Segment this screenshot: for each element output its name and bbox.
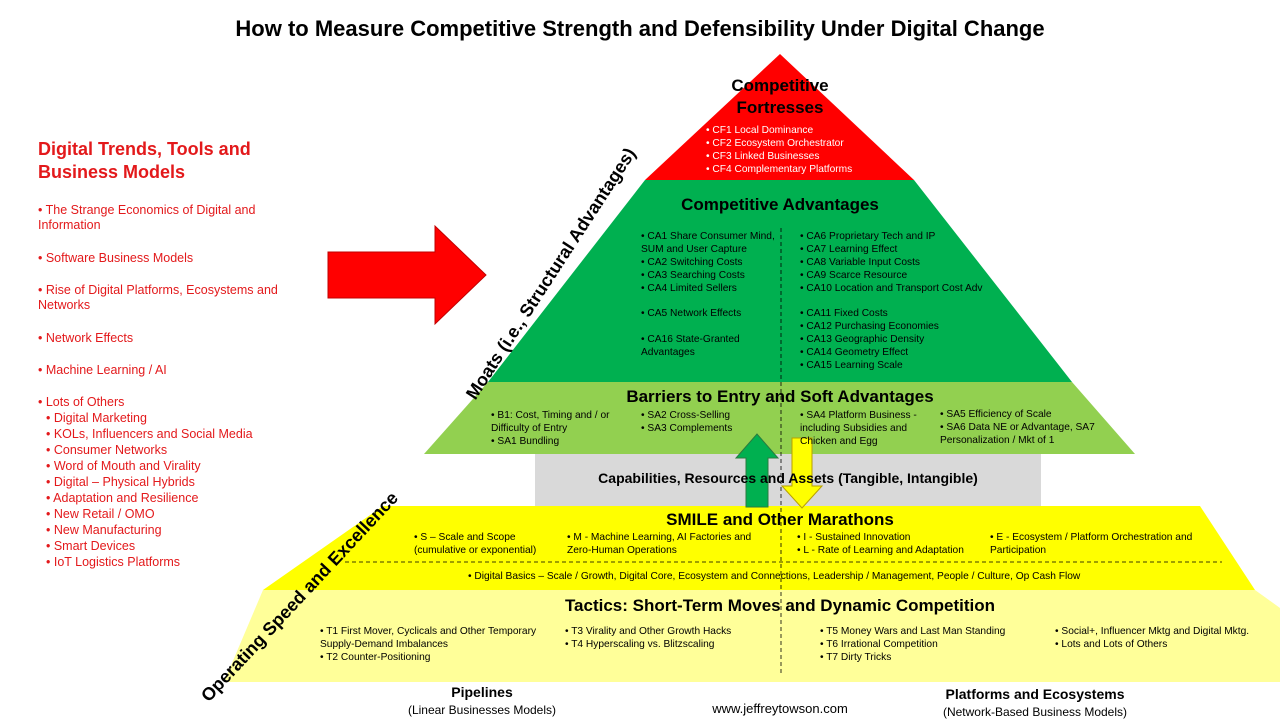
advantage-item: • CA8 Variable Input Costs [800,257,921,268]
barriers-heading: Barriers to Entry and Soft Advantages [626,387,934,406]
fortress-item: • CF3 Linked Businesses [706,151,820,162]
green-up-arrow-icon [734,433,780,508]
tactic-item: • T1 First Mover, Cyclicals and Other Te… [320,626,537,650]
trend-sub-item: • Digital – Physical Hybrids [46,475,195,489]
smile-item: • L - Rate of Learning and Adaptation [797,545,964,556]
trend-item: • Lots of Others [38,395,125,409]
advantages-heading: Competitive Advantages [681,195,879,214]
advantage-item: • CA14 Geometry Effect [800,347,909,358]
advantage-item: • CA10 Location and Transport Cost Adv [800,283,983,294]
page-title: How to Measure Competitive Strength and … [235,16,1045,41]
advantage-item: • CA13 Geographic Density [800,334,925,345]
fortress-item: • CF4 Complementary Platforms [706,164,853,175]
trends-heading: Digital Trends, Tools and Business Model… [38,139,251,182]
tactic-item: • Lots and Lots of Others [1055,639,1168,650]
barrier-item: • B1: Cost, Timing and / or Difficulty o… [491,410,610,434]
smile-item: • E - Ecosystem / Platform Orchestration… [990,532,1193,556]
advantage-item: • CA5 Network Effects [641,308,742,319]
trend-item: • Rise of Digital Platforms, Ecosystems … [38,283,278,312]
smile-item: • M - Machine Learning, AI Factories and… [567,532,752,556]
advantage-item: • CA1 Share Consumer Mind, SUM and User … [641,231,775,255]
fortresses-heading: Competitive Fortresses [731,76,829,117]
barrier-item: • SA2 Cross-Selling [641,410,731,421]
website-label: www.jeffreytowson.com [712,701,848,716]
barriers-layer [424,382,1135,454]
trend-sub-item: • New Manufacturing [46,523,162,537]
tactic-item: • T2 Counter-Positioning [320,652,431,663]
trend-item: • Machine Learning / AI [38,363,167,377]
advantage-item: • CA2 Switching Costs [641,257,743,268]
tactics-layer [224,590,1280,682]
trend-sub-item: • Smart Devices [46,539,136,553]
tactic-item: • T6 Irrational Competition [820,639,938,650]
smile-heading: SMILE and Other Marathons [666,510,894,529]
advantage-item: • CA4 Limited Sellers [641,283,737,294]
fortress-item: • CF1 Local Dominance [706,125,814,136]
advantage-item: • CA9 Scarce Resource [800,270,908,281]
trend-item: • Network Effects [38,331,134,345]
barrier-item: • SA3 Complements [641,423,733,434]
trend-sub-item: • Adaptation and Resilience [46,491,199,505]
tactic-item: • Social+, Influencer Mktg and Digital M… [1055,626,1250,637]
pipelines-sublabel: (Linear Businesses Models) [407,703,557,717]
fortress-item: • CF2 Ecosystem Orchestrator [706,138,844,149]
capabilities-band [535,454,1041,506]
advantages-layer [488,180,1072,382]
advantage-item: • CA11 Fixed Costs [800,308,888,319]
tactics-heading: Tactics: Short-Term Moves and Dynamic Co… [564,596,996,615]
tactic-item: • T7 Dirty Tricks [820,652,892,663]
barrier-item: • SA5 Efficiency of Scale [940,409,1052,420]
red-arrow-icon [327,224,487,326]
advantage-item: • CA7 Learning Effect [800,244,898,255]
tactic-item: • T5 Money Wars and Last Man Standing [820,626,1006,637]
trend-sub-item: • Consumer Networks [46,443,168,457]
trend-sub-item: • KOLs, Influencers and Social Media [46,427,253,441]
smile-item: • S – Scale and Scope (cumulative or exp… [414,532,537,556]
platforms-label: Platforms and Ecosystems [945,686,1125,702]
advantage-item: • CA12 Purchasing Economies [800,321,939,332]
smile-layer [263,506,1255,590]
advantage-item: • CA16 State-Granted Advantages [641,334,740,358]
pipelines-label: Pipelines [451,684,513,700]
fortresses-layer [645,54,914,180]
trend-sub-item: • Word of Mouth and Virality [46,459,201,473]
yellow-down-arrow-icon [780,437,824,509]
barrier-item: • SA4 Platform Business - including Subs… [800,410,917,447]
trend-sub-item: • IoT Logistics Platforms [46,555,181,569]
platforms-sublabel: (Network-Based Business Models) [942,705,1128,719]
trend-item: • Software Business Models [38,251,194,265]
advantage-item: • CA6 Proprietary Tech and IP [800,231,936,242]
capabilities-label: Capabilities, Resources and Assets (Tang… [598,470,978,486]
trend-sub-item: • Digital Marketing [46,411,147,425]
advantage-item: • CA3 Searching Costs [641,270,745,281]
barrier-item: • SA1 Bundling [491,436,560,447]
trend-item: • The Strange Economics of Digital and I… [38,203,256,232]
smile-item: • I - Sustained Innovation [797,532,911,543]
digital-basics: • Digital Basics – Scale / Growth, Digit… [468,571,1081,582]
barrier-item: • SA6 Data NE or Advantage, SA7 Personal… [940,422,1095,446]
trend-sub-item: • New Retail / OMO [46,507,155,521]
tactic-item: • T4 Hyperscaling vs. Blitzscaling [565,639,715,650]
tactic-item: • T3 Virality and Other Growth Hacks [565,626,732,637]
advantage-item: • CA15 Learning Scale [800,360,903,371]
